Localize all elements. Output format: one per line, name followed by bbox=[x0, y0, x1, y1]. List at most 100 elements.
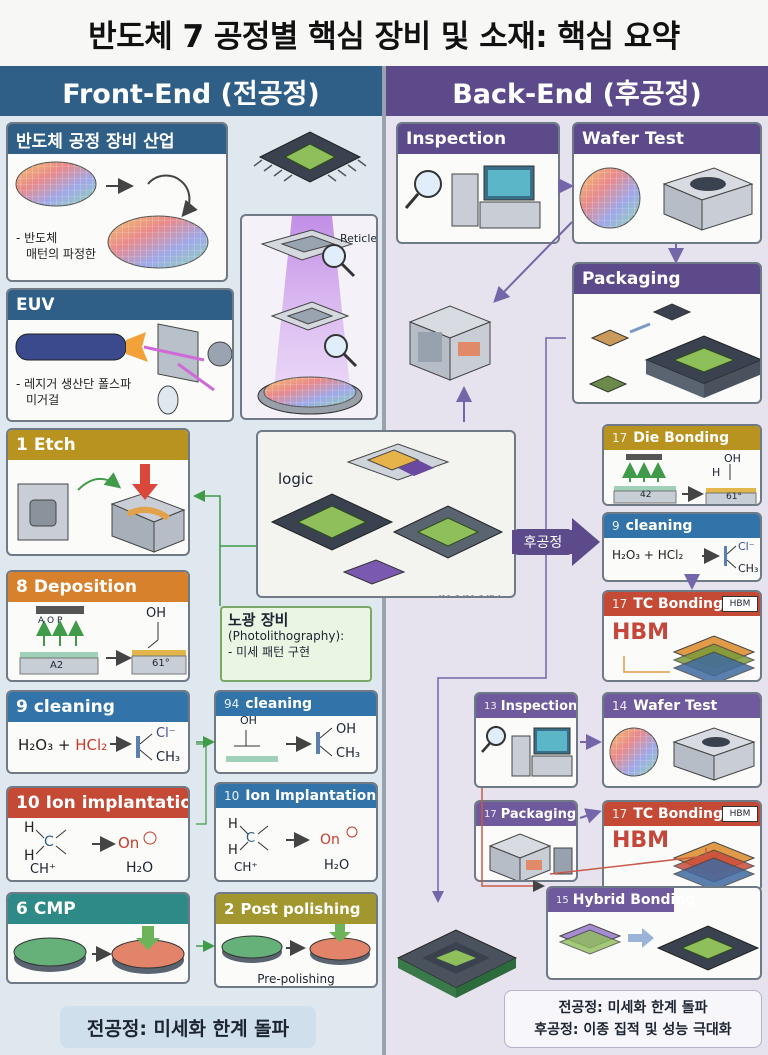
cleaning-chloride: Cl⁻ bbox=[156, 726, 176, 741]
packaging-secondary-card[interactable]: 17 Packaging bbox=[474, 800, 578, 882]
back-cleaning-title: cleaning bbox=[625, 518, 693, 534]
photolithography-line2: - 미세 패턴 구현 bbox=[228, 645, 311, 659]
ion-implantation-secondary-card[interactable]: 10 Ion Implantation H H C On H₂O CH⁺ bbox=[214, 782, 378, 882]
ion2-number: 10 bbox=[224, 789, 240, 803]
tc-bonding-title: TC Bonding bbox=[633, 596, 724, 612]
die-bonding-illustration bbox=[613, 454, 757, 504]
ion-ch-label: CH⁺ bbox=[30, 862, 56, 877]
back-cleaning-formula: H₂O₃ + HCl₂ bbox=[612, 548, 684, 562]
ion-implantation-illustration: H H C bbox=[24, 820, 157, 864]
die-bonding-card[interactable]: 17 Die Bonding 42 61° OH H bbox=[602, 424, 762, 506]
inspection-card[interactable]: Inspection bbox=[396, 122, 560, 244]
deposition-illustration bbox=[19, 606, 187, 675]
magnifier-icon-3 bbox=[414, 170, 442, 198]
back-cleaning-card[interactable]: 9 cleaning H₂O₃ + HCl₂ Cl⁻ CH₃ bbox=[602, 512, 762, 582]
svg-text:H: H bbox=[24, 820, 35, 836]
packaging-card[interactable]: Packaging bbox=[572, 262, 762, 404]
svg-text:C: C bbox=[44, 834, 54, 850]
back-end-summary: 전공정: 미세화 한계 돌파 후공정: 이종 집적 및 성능 극대화 bbox=[504, 990, 762, 1048]
die-bonding-film-b: 61° bbox=[726, 492, 742, 502]
wafer-test-title: Wafer Test bbox=[574, 124, 760, 154]
cleaning2-hydroxyl-product: OH bbox=[336, 722, 357, 737]
magnifier-icon-2 bbox=[324, 334, 348, 358]
front-end-heading: Front-End (전공정) bbox=[0, 66, 382, 116]
post-polishing-sub: Pre-polishing bbox=[257, 972, 335, 986]
inspection-secondary-card[interactable]: 13 Inspection bbox=[474, 692, 578, 788]
equipment-industry-title: 반도체 공정 장비 산업 bbox=[8, 124, 226, 154]
etch-number: 1 bbox=[16, 435, 28, 455]
deposition-title: Deposition bbox=[33, 577, 138, 597]
processor-chip-icon bbox=[253, 131, 367, 183]
svg-text:H: H bbox=[228, 817, 238, 832]
svg-text:C: C bbox=[246, 831, 255, 846]
euv-card[interactable]: EUV - 레지거 생산단 폴스파 미거걸 bbox=[6, 288, 234, 422]
etch-title: Etch bbox=[33, 435, 76, 455]
down-arrow-icon bbox=[140, 464, 150, 486]
wafer-test-card[interactable]: Wafer Test bbox=[572, 122, 762, 244]
ion2-water-label: H₂O bbox=[324, 858, 350, 873]
tc-bonding-secondary-card[interactable]: 17 TC Bonding HBM HBM bbox=[602, 800, 762, 892]
tc-bonding-hbm: HBM bbox=[612, 620, 670, 645]
chip-stack-illustration bbox=[270, 443, 504, 585]
tc2-number: 17 bbox=[612, 807, 628, 821]
back-summary-line1: 전공정: 미세화 한계 돌파 bbox=[558, 1000, 708, 1016]
tc-bonding-card[interactable]: 17 TC Bonding HBM HBM bbox=[602, 590, 762, 682]
deposition-film-a: A2 bbox=[50, 660, 64, 671]
final-package-chip-icon bbox=[396, 929, 518, 998]
deposition-number: 8 bbox=[16, 577, 28, 597]
wafer-test2-number: 14 bbox=[612, 699, 628, 713]
back-summary-line2: 후공정: 이종 집적 및 성능 극대화 bbox=[534, 1022, 732, 1038]
ion-number: 10 bbox=[16, 793, 40, 813]
tc2-hbm: HBM bbox=[612, 828, 670, 853]
inspection2-title: Inspection bbox=[500, 698, 578, 714]
photolithography-title: 노광 장비 bbox=[228, 611, 289, 629]
cmp-card[interactable]: 6 CMP bbox=[6, 892, 190, 984]
hybrid-bonding-card[interactable]: 15 Hybrid Bonding bbox=[546, 886, 762, 980]
bond-arrow-icon bbox=[642, 928, 654, 948]
die-bonding-hydroxyl: OH bbox=[724, 452, 741, 465]
deposition-film-b: 61° bbox=[152, 658, 170, 669]
reticle-panel: Reticle bbox=[240, 214, 378, 420]
packaging-illustration bbox=[588, 303, 760, 398]
cleaning-formula-b: HCl₂ bbox=[75, 736, 108, 754]
packaging-equipment-icon bbox=[408, 305, 492, 381]
packaging2-title: Packaging bbox=[500, 806, 577, 822]
ion-implantation-card[interactable]: 10 Ion implantation H H C On H₂O CH⁺ bbox=[6, 786, 190, 882]
back-cleaning-methyl: CH₃ bbox=[738, 562, 759, 575]
wafer-test-secondary-card[interactable]: 14 Wafer Test bbox=[602, 692, 762, 788]
ion2-on-label: On bbox=[320, 832, 340, 848]
equipment-industry-card[interactable]: 반도체 공정 장비 산업 - 반도체 bbox=[6, 122, 228, 282]
cleaning-secondary-card[interactable]: 94 cleaning OH OH CH₃ bbox=[214, 690, 378, 774]
hybrid-bonding-illustration bbox=[558, 923, 760, 971]
back-cleaning-arrow bbox=[702, 545, 737, 569]
photolithography-callout: 노광 장비 (Photolithography): - 미세 패턴 구현 bbox=[220, 606, 372, 682]
ion-title: Ion implantation bbox=[45, 793, 190, 813]
logic-memory-panel: logic memory bbox=[256, 430, 516, 598]
cleaning2-methyl: CH₃ bbox=[336, 746, 361, 761]
cleaning-card[interactable]: 9 cleaning H₂O₃ + HCl₂ Cl⁻ CH₃ bbox=[6, 690, 190, 774]
post-polishing-card[interactable]: 2 Post polishing Pre-polishing bbox=[214, 892, 378, 988]
euv-note-line2: 미거걸 bbox=[26, 393, 60, 407]
deposition-card[interactable]: 8 Deposition A O P A2 61° OH bbox=[6, 570, 190, 682]
front-end-connectors bbox=[193, 490, 256, 952]
title-bar: 반도체 7 공정별 핵심 장비 및 소재: 핵심 요약 bbox=[0, 0, 768, 66]
tc2-title: TC Bonding bbox=[633, 806, 724, 822]
cleaning-methyl: CH₃ bbox=[156, 750, 181, 765]
cmp-title: CMP bbox=[33, 899, 76, 919]
wafer-transfer-illustration bbox=[15, 161, 209, 269]
packaging2-illustration bbox=[488, 833, 573, 880]
post-title: Post polishing bbox=[240, 900, 361, 918]
die-bonding-title: Die Bonding bbox=[633, 430, 730, 446]
ion-on-label: On bbox=[118, 834, 140, 852]
hbm-stack-illustration bbox=[623, 635, 756, 680]
back-end-arrow-label: 후공정 bbox=[515, 529, 571, 555]
magnifier-icon bbox=[322, 244, 346, 268]
lithography-illustration bbox=[257, 216, 363, 415]
cleaning2-illustration bbox=[226, 727, 333, 762]
svg-text:H: H bbox=[24, 848, 35, 864]
etch-card[interactable]: 1 Etch bbox=[6, 428, 190, 556]
ion2-illustration: H H C bbox=[228, 817, 358, 858]
die-bonding-number: 17 bbox=[612, 431, 628, 445]
ion2-title: Ion Implantation bbox=[245, 788, 377, 804]
die-bonding-film-a: 42 bbox=[640, 490, 652, 500]
